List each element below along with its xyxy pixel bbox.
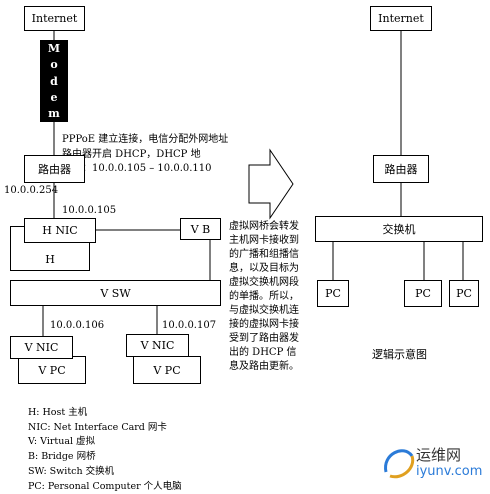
legend-item: SW: Switch 交换机	[28, 465, 115, 477]
modem-letter: M	[47, 42, 61, 55]
router-ip: 10.0.0.254	[4, 185, 59, 196]
virtual-switch-label: V SW	[100, 286, 131, 300]
logical-diagram-caption: 逻辑示意图	[372, 348, 427, 361]
virtual-bridge-label: V B	[190, 222, 211, 236]
pppoe-line: 路由器开启 DHCP，DHCP 地	[62, 148, 201, 160]
vm2-nic-label: V NIC	[140, 339, 175, 352]
legend-item: V: Virtual 虚拟	[28, 436, 96, 448]
router-label-right: 路由器	[384, 163, 418, 176]
pppoe-note: PPPoE 建立连接，电信分配外网地址 路由器开启 DHCP，DHCP 地 址池…	[62, 133, 228, 177]
switch-box: 交换机	[315, 216, 483, 242]
host-label: H	[45, 253, 55, 266]
vm1-nic-label: V NIC	[24, 341, 59, 354]
modem-letter: m	[48, 107, 60, 120]
legend-item: PC: Personal Computer 个人电脑	[28, 480, 182, 492]
watermark-title: 运维网	[416, 446, 462, 464]
pc-label-3: PC	[456, 287, 472, 300]
internet-box-left: Internet	[24, 6, 85, 31]
legend-item: H: Host 主机	[28, 407, 88, 418]
host-ip: 10.0.0.105	[62, 205, 117, 216]
internet-box-right: Internet	[370, 6, 432, 31]
pc-label-1: PC	[325, 287, 341, 300]
pc-label-2: PC	[415, 287, 431, 300]
pc-box-1: PC	[317, 280, 349, 307]
vm1-pc-box: V PC	[18, 356, 86, 384]
pc-box-3: PC	[449, 280, 479, 307]
pppoe-line: PPPoE 建立连接，电信分配外网地址	[62, 134, 229, 145]
modem-block: M o d e m	[40, 40, 68, 122]
router-box-right: 路由器	[373, 155, 429, 183]
vm1-ip: 10.0.0.106	[50, 320, 105, 331]
vm2-nic-box: V NIC	[126, 334, 189, 357]
vm2-ip: 10.0.0.107	[162, 320, 217, 331]
internet-label-right: Internet	[378, 12, 424, 25]
legend: H: Host 主机 NIC: Net Interface Card 网卡 V:…	[28, 406, 182, 494]
vm2-pc-box: V PC	[133, 356, 201, 384]
watermark-logo: 运维网 iyunv.com	[380, 442, 485, 484]
watermark-url: iyunv.com	[416, 464, 483, 479]
router-box-left: 路由器	[24, 155, 85, 183]
internet-label-left: Internet	[31, 12, 78, 25]
host-nic-box: H NIC	[24, 218, 96, 243]
switch-label: 交换机	[382, 223, 416, 236]
vm1-nic-box: V NIC	[10, 336, 73, 359]
vm2-pc-label: V PC	[153, 363, 181, 377]
host-nic-label: H NIC	[42, 224, 78, 237]
modem-letter: e	[50, 90, 58, 104]
modem-letter: d	[50, 74, 58, 88]
pc-box-2: PC	[404, 280, 442, 307]
modem-letter: o	[50, 58, 58, 72]
pppoe-line: 址池：10.0.0.105 – 10.0.0.110	[62, 163, 212, 174]
legend-item: NIC: Net Interface Card 网卡	[28, 421, 167, 433]
virtual-switch-box: V SW	[10, 280, 221, 306]
router-label-left: 路由器	[38, 163, 71, 176]
virtual-bridge-box: V B	[180, 218, 221, 240]
vm1-pc-label: V PC	[38, 363, 66, 377]
bridge-note: 虚拟网桥会转发主机网卡接收到的广播和组播信息，以及目标为虚拟交换机网段的单播。所…	[229, 221, 299, 372]
legend-item: B: Bridge 网桥	[28, 451, 96, 463]
